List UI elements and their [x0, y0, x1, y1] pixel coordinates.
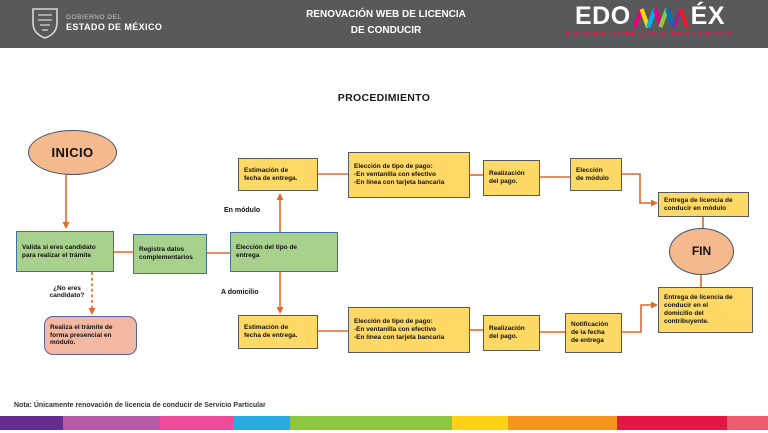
page-title: PROCEDIMIENTO: [337, 92, 431, 104]
node-eleccion-pago-top: Elección de tipo de pago: -En ventanilla…: [348, 152, 470, 198]
header-title: RENOVACIÓN WEB DE LICENCIA DE CONDUCIR: [280, 7, 492, 38]
node-notificacion-fecha: Notificación de la fecha de entrega: [565, 313, 622, 353]
node-valida-candidato: Valida si eres candidato para realizar e…: [16, 231, 114, 272]
node-realizacion-pago-bottom: Realización del pago.: [483, 315, 540, 351]
node-fin: FIN: [669, 228, 734, 275]
gov-logo-text: GOBIERNO DEL ESTADO DE MÉXICO: [66, 14, 162, 33]
label-a-domicilio: A domicilio: [221, 289, 259, 296]
node-inicio: INICIO: [28, 130, 117, 175]
brand-edo-text: EDO: [574, 2, 631, 30]
edomex-wordmark: EDO ÉX: [552, 4, 748, 29]
label-en-modulo: En módulo: [224, 207, 261, 214]
stripe-segment: [508, 416, 617, 430]
connector-modulo-entrega: [622, 173, 651, 204]
brand-tagline: DECISIONES FIRMES, RESULTADOS FUERTES.: [565, 31, 735, 38]
node-realiza-presencial: Realiza el trámite de forma presencial e…: [44, 316, 137, 355]
header-title-line2: DE CONDUCIR: [350, 24, 422, 36]
arrowhead-down-icon: [88, 308, 96, 315]
stripe-segment: [727, 416, 768, 430]
node-eleccion-tipo-entrega: Elección del tipo de entrega: [230, 232, 338, 272]
node-entrega-licencia-domicilio: Entrega de licencia de conducir en el do…: [658, 287, 753, 333]
node-estimacion-fecha-bottom: Estimación de fecha de entrega.: [238, 315, 318, 349]
stripe-segment: [617, 416, 727, 430]
node-eleccion-modulo: Elección de módulo: [570, 158, 622, 191]
stripe-segment: [0, 416, 63, 430]
stripe-segment: [233, 416, 290, 430]
gov-name-small: GOBIERNO DEL: [66, 14, 122, 22]
node-entrega-licencia-modulo: Entrega de licencia de conducir en módul…: [658, 192, 749, 217]
brand-ex-text: ÉX: [690, 2, 726, 30]
node-realizacion-pago-top: Realización del pago.: [483, 160, 540, 196]
gov-logo: GOBIERNO DEL ESTADO DE MÉXICO: [30, 7, 162, 40]
label-no-candidato: ¿No eres candidato?: [49, 285, 85, 299]
brand-mm-icon: [632, 8, 689, 28]
stripe-segment: [452, 416, 508, 430]
node-estimacion-fecha-top: Estimación de fecha de entrega.: [238, 158, 318, 191]
arrowhead-down-icon: [276, 307, 284, 314]
node-eleccion-pago-bottom: Elección de tipo de pago: -En ventanilla…: [348, 307, 470, 353]
arrowhead-right-icon: [651, 199, 658, 207]
connector-notificacion-entrega: [622, 304, 651, 333]
footer-note: Nota: Únicamente renovación de licencia …: [14, 402, 266, 409]
header-bar: GOBIERNO DEL ESTADO DE MÉXICO RENOVACIÓN…: [0, 0, 768, 48]
arrowhead-right-icon: [651, 301, 658, 309]
arrowhead-down-icon: [62, 222, 70, 229]
rainbow-stripe: [0, 416, 768, 430]
edomex-logo: EDO ÉX DECISIONES FIRMES, RESULTADO: [552, 4, 748, 39]
arrowhead-up-icon: [276, 193, 284, 200]
stripe-segment: [290, 416, 452, 430]
coat-of-arms-icon: [32, 8, 58, 39]
stripe-segment: [63, 416, 160, 430]
stripe-segment: [160, 416, 233, 430]
gov-name-bold: ESTADO DE MÉXICO: [66, 22, 163, 32]
node-registra-datos: Registra datos complementarios: [133, 234, 207, 274]
header-title-line1: RENOVACIÓN WEB DE LICENCIA: [306, 9, 466, 20]
